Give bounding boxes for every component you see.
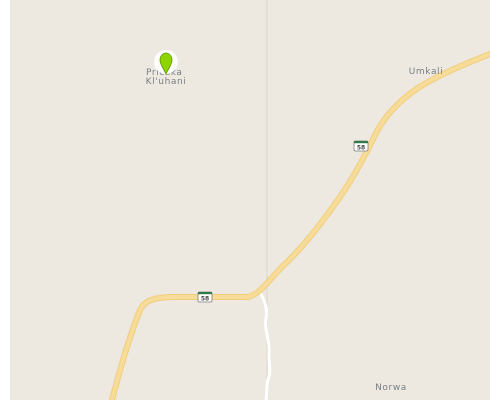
route-shield-upper-label: 58 <box>357 145 365 152</box>
route-shield-upper[interactable]: 58 <box>353 140 369 152</box>
road-casing <box>109 51 490 400</box>
river <box>258 290 272 400</box>
road[interactable] <box>110 52 490 400</box>
route-shield-lower[interactable]: 58 <box>197 291 213 303</box>
place-label-norwa-line1: Norwa <box>375 383 407 393</box>
route-shield-lower-label: 58 <box>201 296 209 303</box>
map-layer: 58 58 Prieska Kl'uhani Umkali Norwa <box>109 0 490 400</box>
place-label-norwa[interactable]: Norwa <box>375 383 407 393</box>
place-label-umkali-line1: Umkali <box>409 67 444 77</box>
location-pin-icon[interactable] <box>154 50 178 76</box>
map-canvas[interactable]: 58 58 Prieska Kl'uhani Umkali Norwa <box>10 0 490 400</box>
place-label-umkali[interactable]: Umkali <box>409 67 444 77</box>
place-label-prieska-line2: Kl'uhani <box>146 77 187 87</box>
